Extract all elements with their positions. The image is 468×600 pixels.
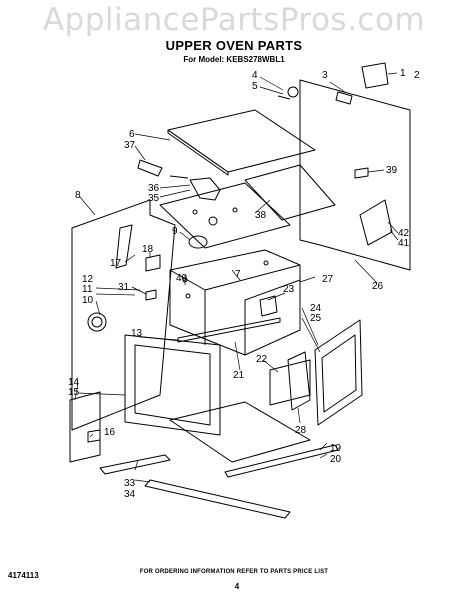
callout-41: 41 [398,238,410,249]
callout-17: 17 [110,258,122,269]
callout-4: 4 [252,70,258,81]
callout-1: 1 [400,68,406,79]
hinge-bracket [361,62,389,89]
callout-40: 40 [176,273,188,284]
callout-26: 26 [372,281,384,292]
callout-27: 27 [322,274,334,285]
callout-39: 39 [386,165,398,176]
callout-3: 3 [322,70,328,81]
callout-15: 15 [68,387,80,398]
callout-18: 18 [142,244,154,255]
callout-28: 28 [295,425,307,436]
model-subtitle: For Model: KEBS278WBL1 [183,55,285,64]
rear-panel [299,79,411,271]
callout-6: 6 [129,129,135,140]
light-ring [87,312,107,332]
callout-23: 23 [283,284,295,295]
ordering-info: FOR ORDERING INFORMATION REFER TO PARTS … [139,569,329,575]
screw [287,86,299,98]
oven-cavity [169,249,301,356]
left-side-panel [71,199,176,431]
door-latch [359,199,393,246]
callout-19: 19 [330,443,342,454]
oven-door-frame [124,334,221,436]
page-title: UPPER OVEN PARTS [165,38,303,53]
callout-22: 22 [256,354,268,365]
watermark: AppliancePartsPros.com [42,2,426,38]
callout-10: 10 [82,295,94,306]
bracket [137,159,163,177]
callout-7: 7 [235,269,241,280]
callout-31: 31 [118,282,130,293]
callout-20: 20 [330,454,342,465]
callout-21: 21 [233,370,245,381]
thermostat [188,235,208,249]
callout-36: 36 [148,183,160,194]
top-panel [167,109,316,173]
door-gasket [69,391,101,463]
callout-9: 9 [172,226,178,237]
bottom-panel [169,401,311,463]
callout-5: 5 [252,81,258,92]
callout-38: 38 [255,210,267,221]
callout-34: 34 [124,489,136,500]
callout-2: 2 [414,70,420,81]
callout-35: 35 [148,193,160,204]
callout-42: 42 [398,228,410,239]
callout-25: 25 [310,313,322,324]
callout-8: 8 [75,190,81,201]
callout-37: 37 [124,140,136,151]
callout-16: 16 [104,427,116,438]
bake-element [177,317,281,343]
callout-14: 14 [68,377,80,388]
callout-11: 11 [82,284,93,295]
vent-duct [189,177,221,201]
upper-vent-panel [159,182,291,249]
callout-12: 12 [82,274,94,285]
right-side-panel [314,319,363,426]
callout-13: 13 [131,328,143,339]
callout-33: 33 [124,478,136,489]
trim-strip [99,454,171,475]
callout-24: 24 [310,303,322,314]
bottom-trim [144,479,291,519]
part-number: 4174113 [8,571,39,580]
page-number: 4 [234,582,240,591]
